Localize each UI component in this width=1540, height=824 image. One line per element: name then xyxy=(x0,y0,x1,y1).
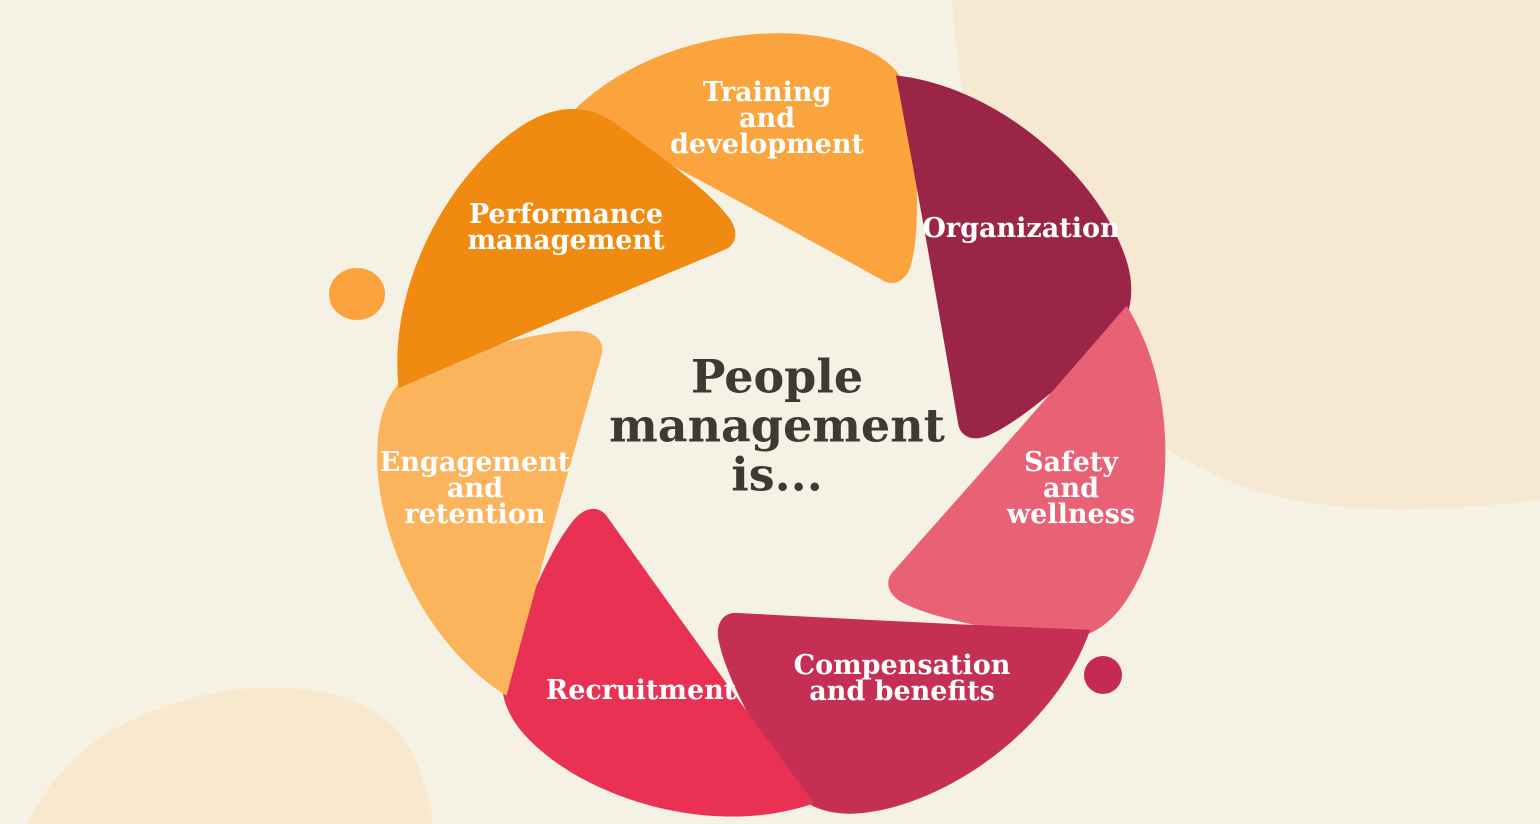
label-compensation-and-benefits: Compensation and benefits xyxy=(793,650,1011,707)
center-title: People management is... xyxy=(609,349,945,502)
label-training-and-development: Training and development xyxy=(670,77,864,160)
label-recruitment: Recruitment xyxy=(545,675,737,706)
petal-compensation xyxy=(717,612,1091,814)
accent-dot-pink xyxy=(1084,656,1122,694)
label-engagement-and-retention: Engagement and retention xyxy=(379,447,571,530)
label-performance-management: Performance management xyxy=(467,199,665,256)
petal-organization xyxy=(895,75,1132,439)
label-organization: Organization xyxy=(922,213,1120,244)
petal-safety xyxy=(888,305,1166,640)
accent-dot-orange xyxy=(329,268,385,320)
background-blob-bottom-left xyxy=(27,687,433,824)
petal-engagement xyxy=(377,331,603,696)
label-safety-and-wellness: Safety and wellness xyxy=(1006,447,1136,530)
petal-training xyxy=(572,33,917,284)
petal-recruitment xyxy=(501,508,815,817)
petal-performance xyxy=(397,108,736,389)
